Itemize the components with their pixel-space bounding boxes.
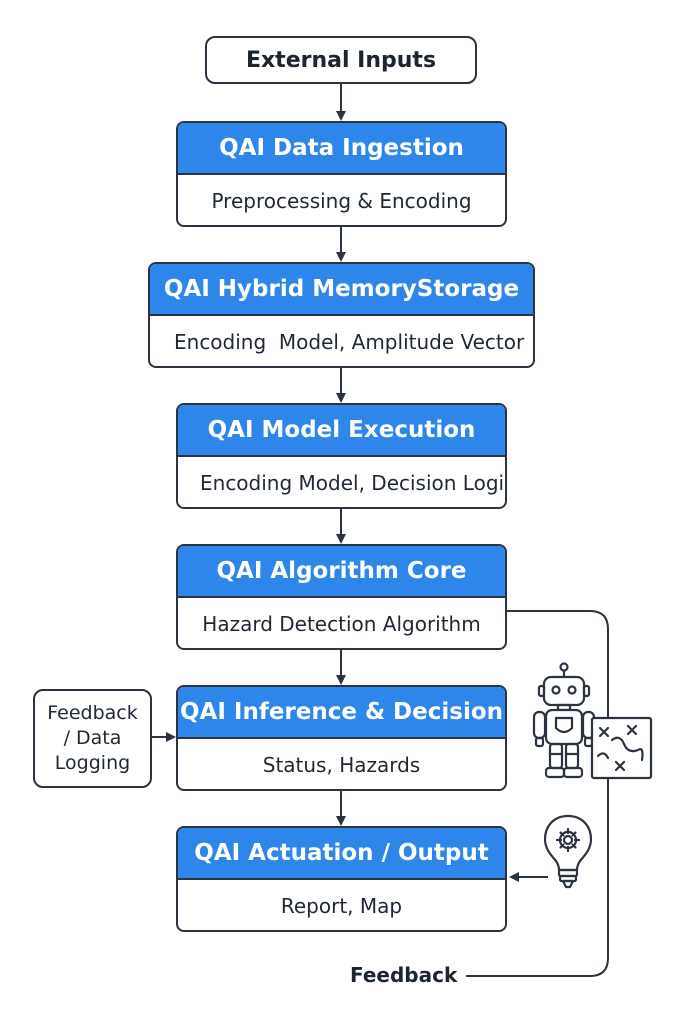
side-box-line: / Data — [63, 727, 122, 749]
feedback-label: Feedback — [350, 963, 458, 987]
side-box-line: Feedback — [47, 702, 138, 724]
stage-model-execution: QAI Model Execution Encoding Model, Deci… — [176, 403, 507, 509]
stage-title: QAI Actuation / Output — [178, 828, 505, 880]
external-inputs-box: External Inputs — [205, 36, 477, 84]
stage-title: QAI Data Ingestion — [178, 123, 505, 175]
stage-title: QAI Algorithm Core — [178, 546, 505, 598]
stage-inference-decision: QAI Inference & Decision Status, Hazards — [176, 685, 507, 791]
stage-actuation-output: QAI Actuation / Output Report, Map — [176, 826, 507, 932]
stage-detail: Hazard Detection Algorithm — [202, 612, 481, 636]
stage-detail: Report, Map — [280, 894, 403, 918]
stage-detail: Encoding Model, Amplitude Vector — [174, 330, 525, 354]
feedback-loop-line — [466, 610, 609, 977]
stage-detail: Status, Hazards — [262, 753, 421, 777]
stage-data-ingestion: QAI Data Ingestion Preprocessing & Encod… — [176, 121, 507, 227]
stage-detail: Encoding Model, Decision Logic — [200, 471, 507, 495]
robot-icon — [532, 662, 596, 779]
stage-title: QAI Model Execution — [178, 405, 505, 457]
stage-title: QAI Inference & Decision — [178, 687, 505, 739]
hazard-map-icon — [590, 716, 653, 780]
lightbulb-gear-icon — [543, 814, 593, 889]
side-box-line: Logging — [54, 752, 131, 774]
stage-detail: Preprocessing & Encoding — [211, 189, 472, 213]
feedback-data-logging-box: Feedback / Data Logging — [33, 689, 152, 788]
stage-algorithm-core: QAI Algorithm Core Hazard Detection Algo… — [176, 544, 507, 650]
stage-hybrid-memory-storage: QAI Hybrid MemoryStorage Encoding Model,… — [148, 262, 535, 368]
stage-title: QAI Hybrid MemoryStorage — [150, 264, 533, 316]
